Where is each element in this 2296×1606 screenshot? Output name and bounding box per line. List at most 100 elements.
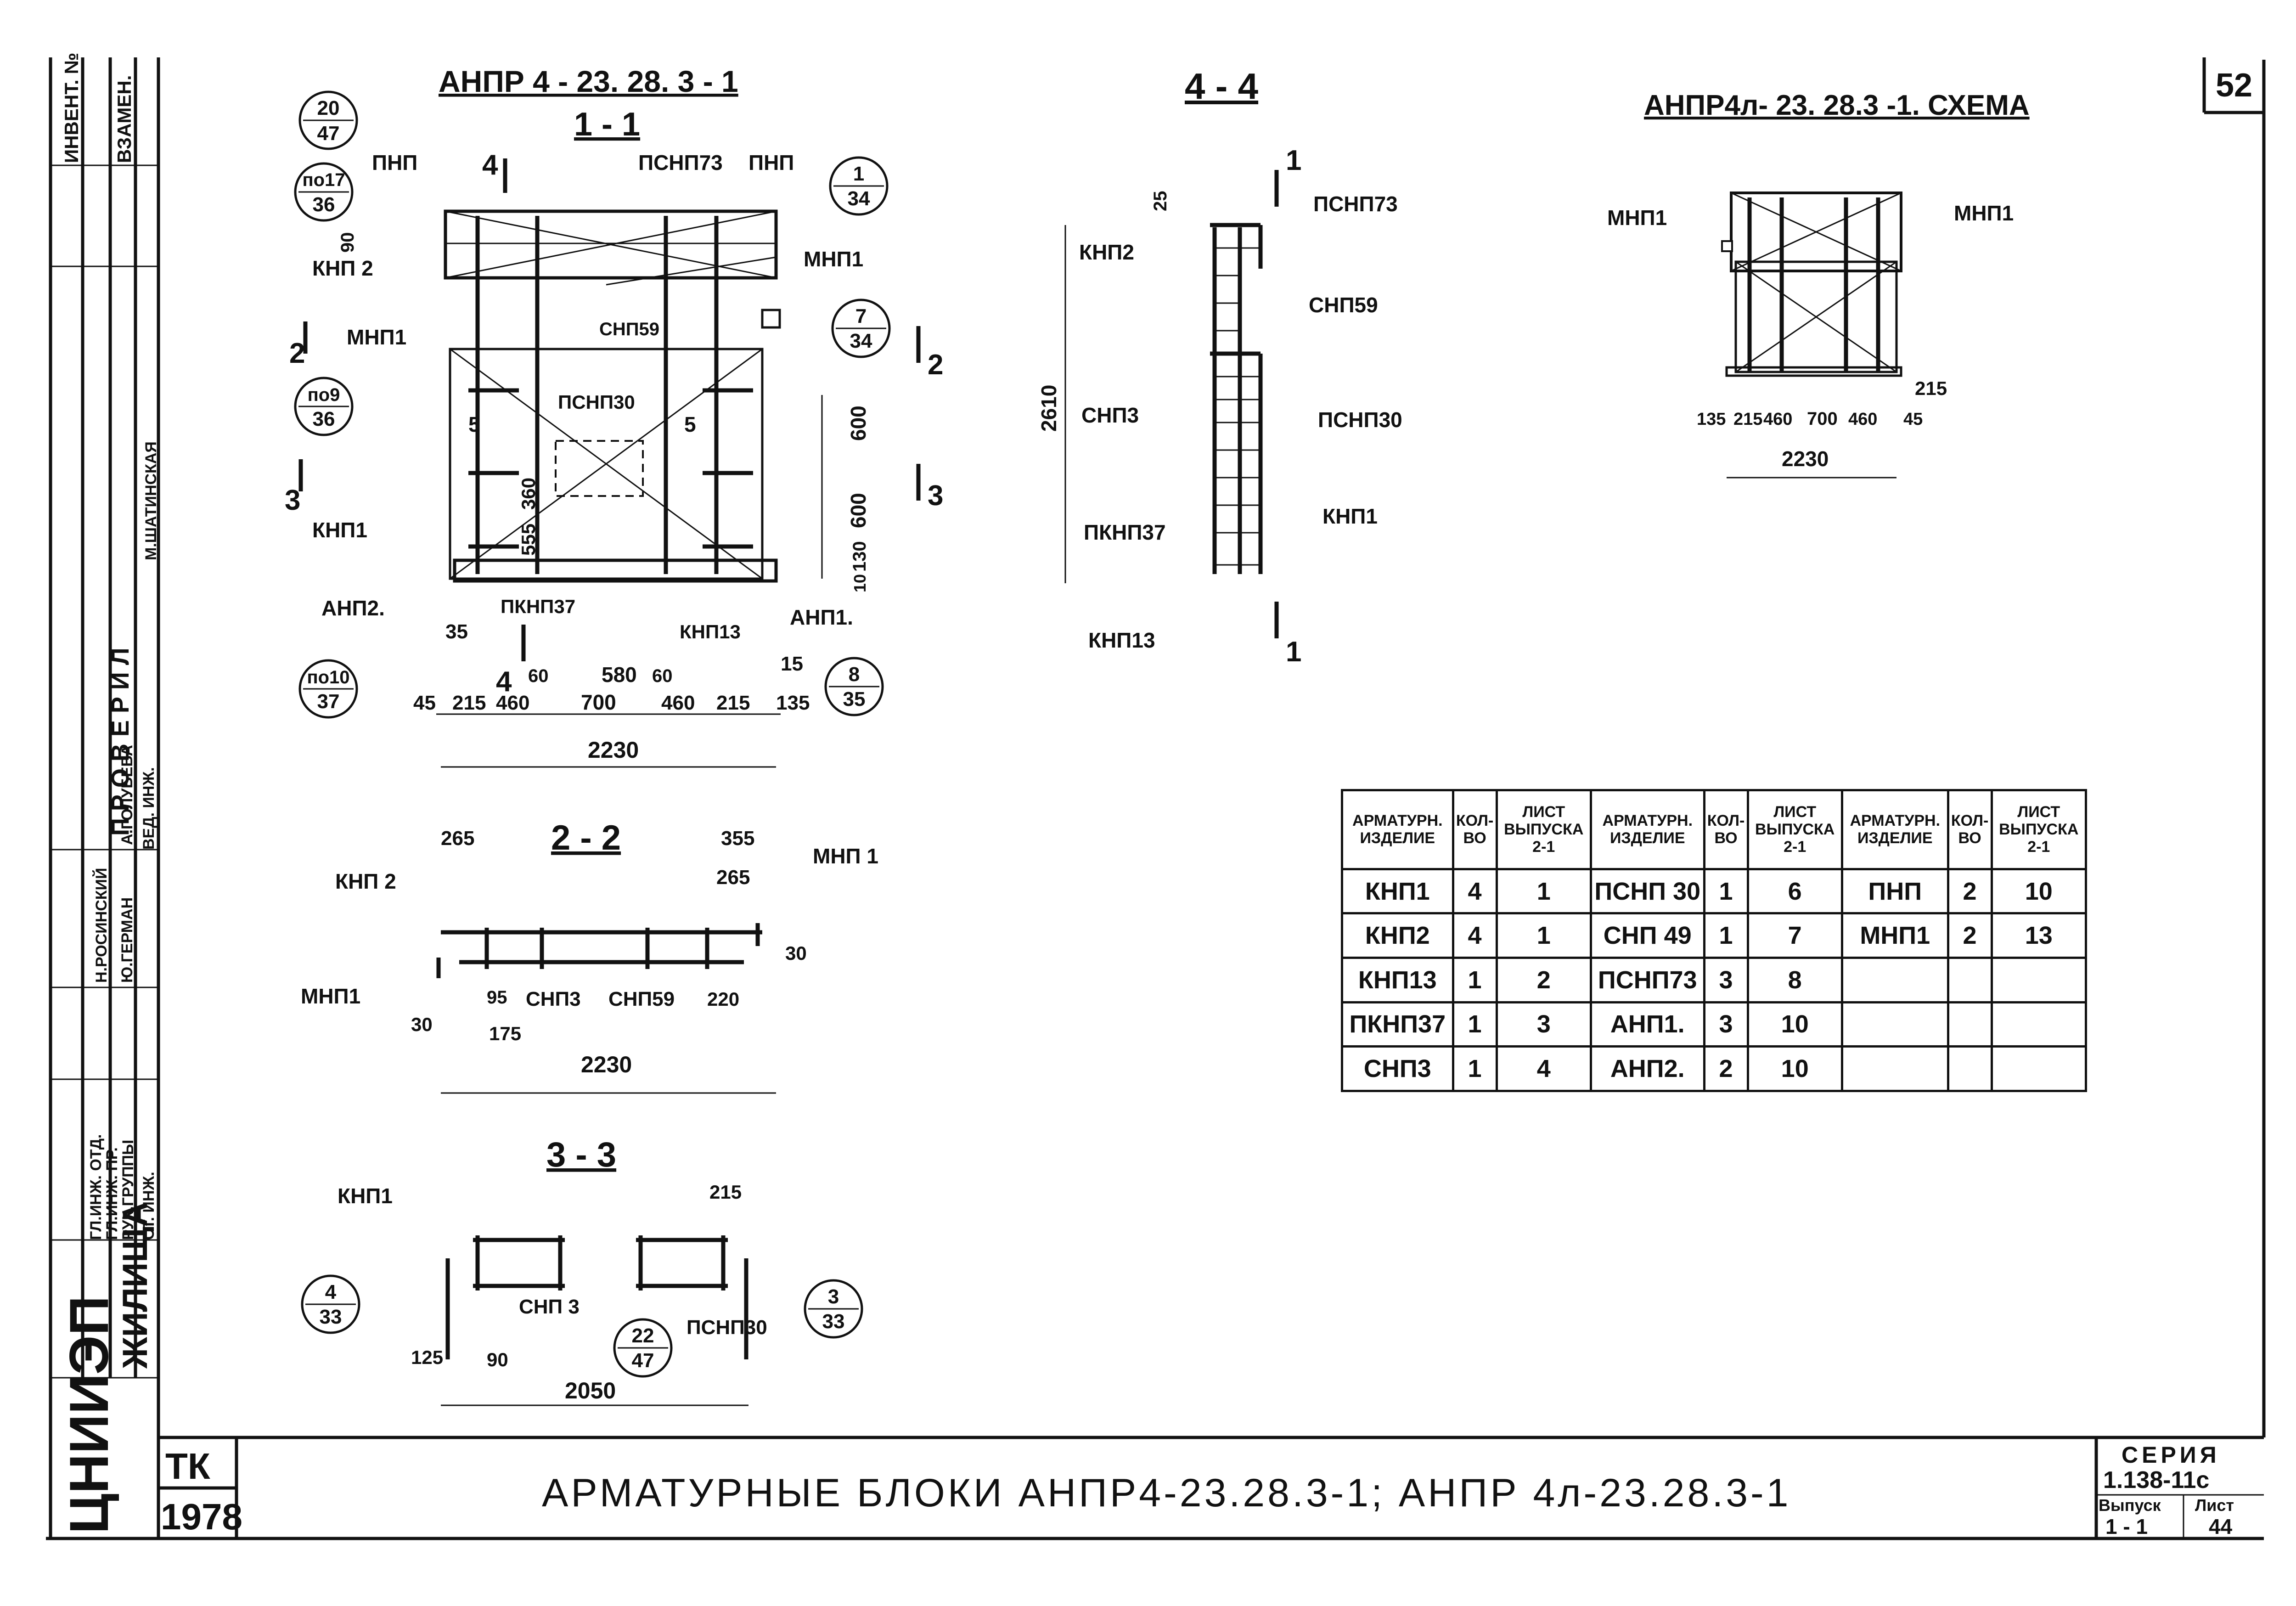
callout-8-35: 8 35 [824, 657, 884, 716]
spec-cell: 1 [1452, 956, 1498, 1003]
view-2-2-title: 2 - 2 [551, 818, 621, 857]
spec-header-item-3: АРМАТУРН. ИЗДЕЛИЕ [1840, 789, 1949, 870]
dim-3-3-215: 215 [709, 1181, 742, 1203]
schema-view: АНПР4л- 23. 28.3 -1. СХЕМА МНП1 МНП1 215… [1607, 90, 2030, 479]
mark-4-4-bottom: 1 [1286, 636, 1301, 668]
label-knp13: КНП13 [680, 621, 741, 642]
view-4-4: 4 - 4 1 1 ПСНП73 КНП2 СНП59 СНП3 ПСНП30 … [1037, 66, 1402, 668]
spec-cell: 1 [1703, 912, 1749, 959]
title-block-vypusk-value: 1 - 1 [2105, 1515, 2148, 1538]
spec-cell: 3 [1495, 1001, 1592, 1048]
svg-text:1: 1 [853, 163, 864, 185]
spec-cell: МНП1 [1840, 912, 1949, 959]
title-block-list-value: 44 [2209, 1515, 2233, 1538]
spec-cell: 13 [1990, 912, 2088, 959]
spec-cell: 2 [1495, 956, 1592, 1003]
svg-text:4: 4 [325, 1281, 337, 1303]
spec-cell: ПСНП 30 [1589, 868, 1705, 915]
sidebar-name-4: М.ШАТИНСКАЯ [142, 441, 160, 560]
spec-cell: 1 [1703, 868, 1749, 915]
dim-3-3-total: 2050 [565, 1378, 616, 1403]
svg-text:34: 34 [848, 187, 870, 210]
dim-4-4-height: 2610 [1037, 385, 1061, 432]
dim-600-a: 600 [846, 406, 870, 441]
mnp1-plate [761, 309, 781, 329]
spec-header-qty-1: КОЛ-ВО [1452, 789, 1498, 870]
view-1-1-section-title: 1 - 1 [574, 106, 640, 143]
dim-4-4-25: 25 [1150, 191, 1171, 212]
label-4-4-snp59: СНП59 [1309, 293, 1378, 317]
label-anp2: АНП2. [321, 596, 385, 620]
sidebar-role-2: ГЛ.ИНЖ. ПР. [103, 1147, 121, 1240]
spec-cell: АНП1. [1589, 1001, 1705, 1048]
svg-text:33: 33 [320, 1306, 342, 1328]
spec-cell [1947, 1045, 1993, 1092]
page-number: 52 [2216, 67, 2252, 104]
spec-cell [1840, 1001, 1949, 1048]
title-block-vypusk-label: Выпуск [2099, 1496, 2161, 1515]
table-row: СНП3 1 4 АНП2. 2 10 [1341, 1045, 2088, 1092]
spec-cell: 8 [1746, 956, 1843, 1003]
label-pnp-left: ПНП [372, 151, 417, 175]
dim-60-a: 60 [528, 666, 549, 686]
svg-text:47: 47 [317, 122, 340, 145]
svg-text:47: 47 [632, 1349, 654, 1372]
label-2-2-knp2: КНП 2 [335, 869, 396, 893]
spec-header-qty-2: КОЛ-ВО [1703, 789, 1749, 870]
view-3-3: 3 - 3 КНП1 СНП 3 ПСНП30 4 33 22 47 3 33 … [301, 1135, 863, 1406]
sheet-frame [46, 57, 2266, 1540]
spec-header-sheet-3: ЛИСТ ВЫПУСКА 2-1 [1990, 789, 2088, 870]
mark-3-right: 3 [928, 480, 943, 512]
label-pknp37: ПКНП37 [501, 596, 575, 617]
spec-cell [1947, 1001, 1993, 1048]
dim-60-b: 60 [652, 666, 673, 686]
spec-cell [1840, 1045, 1949, 1092]
spec-cell [1990, 956, 2088, 1003]
svg-text:45: 45 [413, 692, 436, 714]
label-4-4-snp3: СНП3 [1081, 403, 1139, 427]
svg-text:22: 22 [632, 1324, 654, 1347]
sidebar-org-logo: ЦНИИЭП [58, 1296, 120, 1534]
mark-4-4-top: 1 [1286, 145, 1301, 176]
svg-text:по17: по17 [302, 170, 345, 190]
spec-cell: 6 [1746, 868, 1843, 915]
dim-555: 555 [518, 524, 539, 556]
spec-cell: 2 [1947, 868, 1993, 915]
svg-text:215: 215 [452, 692, 486, 714]
spec-header-sheet-1: ЛИСТ ВЫПУСКА 2-1 [1495, 789, 1592, 870]
view-3-3-title: 3 - 3 [546, 1135, 616, 1174]
svg-text:460: 460 [661, 692, 695, 714]
svg-text:45: 45 [1903, 410, 1923, 429]
dim-580: 580 [602, 663, 637, 687]
table-row: КНП13 1 2 ПСНП73 3 8 [1341, 956, 2088, 1003]
spec-cell: 4 [1452, 868, 1498, 915]
callout-20-47: 20 47 [298, 90, 358, 150]
label-2-2-mnp1-right: МНП 1 [813, 844, 878, 868]
sidebar-name-3: А.ГОЛУБЕВА [118, 745, 136, 845]
title-block-year: 1978 [161, 1496, 242, 1537]
callout-7-34: 7 34 [831, 299, 891, 358]
spec-cell: 1 [1495, 868, 1592, 915]
label-mnp1-left: МНП1 [347, 325, 406, 349]
sidebar-stamp: ИНВЕНТ. № ВЗАМЕН. П Р О В Е Р И Л ГЛ.ИНЖ… [49, 53, 160, 1538]
label-anp1: АНП1. [790, 605, 853, 629]
label-4-4-pknp37: ПКНП37 [1084, 520, 1166, 544]
svg-text:460: 460 [1848, 410, 1877, 429]
spec-header-item-2: АРМАТУРН. ИЗДЕЛИЕ [1589, 789, 1705, 870]
spec-cell: КНП2 [1341, 912, 1454, 959]
svg-text:37: 37 [317, 690, 340, 713]
label-knp1: КНП1 [312, 518, 367, 542]
schema-label-mnp1-left: МНП1 [1607, 206, 1667, 230]
svg-text:215: 215 [1733, 410, 1762, 429]
spec-header-sheet-2: ЛИСТ ВЫПУСКА 2-1 [1746, 789, 1843, 870]
schema-dim-total: 2230 [1782, 447, 1829, 471]
dim-130: 130 [850, 541, 870, 572]
spec-cell: ПКНП37 [1341, 1001, 1454, 1048]
spec-cell: 4 [1452, 912, 1498, 959]
spec-cell: КНП1 [1341, 868, 1454, 915]
dim-10: 10 [850, 574, 869, 592]
label-snp59: СНП59 [599, 319, 659, 339]
table-row: КНП2 4 1 СНП 49 1 7 МНП1 2 13 [1341, 912, 2088, 959]
spec-table: АРМАТУРН. ИЗДЕЛИЕ КОЛ-ВО ЛИСТ ВЫПУСКА 2-… [1341, 789, 2088, 1092]
callout-22-47: 22 47 [613, 1318, 673, 1378]
